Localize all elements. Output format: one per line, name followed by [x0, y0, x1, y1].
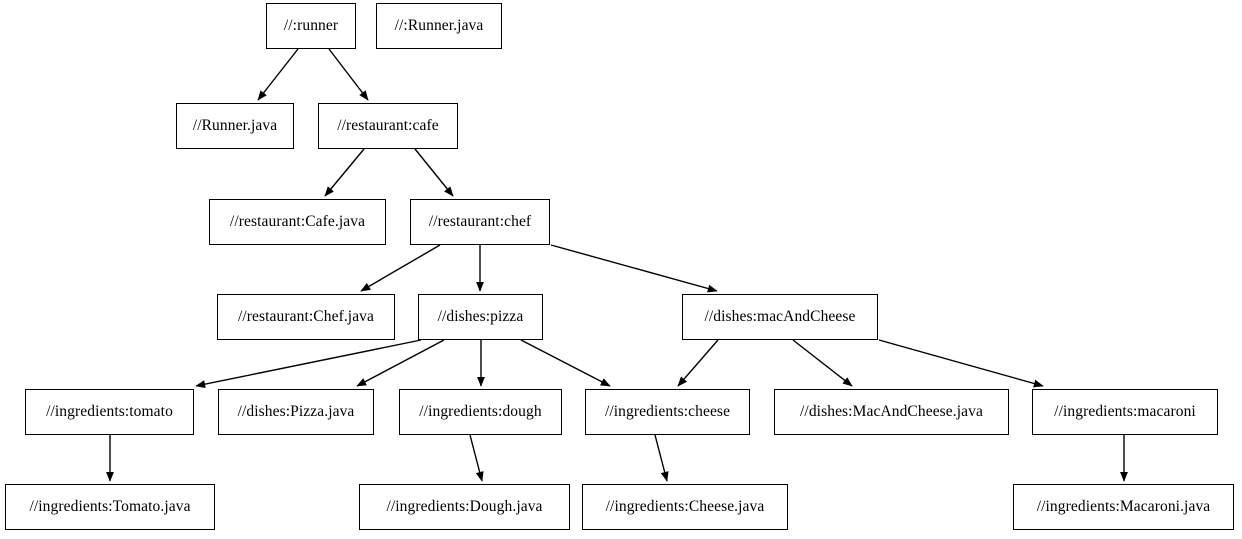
graph-node-label: //dishes:MacAndCheese.java — [800, 403, 983, 421]
graph-node-label: //restaurant:chef — [428, 213, 532, 231]
graph-node-runner_java[interactable]: //Runner.java — [176, 103, 294, 149]
graph-node-tomato_java[interactable]: //ingredients:Tomato.java — [5, 484, 215, 530]
graph-node-label: //ingredients:Cheese.java — [605, 498, 765, 516]
graph-node-pizza_java[interactable]: //dishes:Pizza.java — [218, 389, 374, 435]
graph-node-macandcheese_java[interactable]: //dishes:MacAndCheese.java — [774, 389, 1009, 435]
graph-node-macaroni_java[interactable]: //ingredients:Macaroni.java — [1013, 484, 1234, 530]
graph-node-cafe[interactable]: //restaurant:cafe — [318, 103, 458, 149]
graph-node-dough_java[interactable]: //ingredients:Dough.java — [359, 484, 570, 530]
graph-node-cheese_java[interactable]: //ingredients:Cheese.java — [582, 484, 788, 530]
graph-node-label: //dishes:Pizza.java — [237, 403, 355, 421]
graph-node-tomato[interactable]: //ingredients:tomato — [25, 389, 194, 435]
graph-node-root_runner_java[interactable]: //:Runner.java — [376, 3, 502, 49]
graph-node-label: //ingredients:Tomato.java — [29, 498, 191, 516]
graph-node-label: //ingredients:tomato — [46, 403, 173, 421]
graph-node-label: //restaurant:Chef.java — [237, 308, 375, 326]
graph-node-label: //restaurant:cafe — [337, 117, 439, 135]
graph-node-label: //:runner — [283, 17, 339, 35]
graph-node-label: //ingredients:dough — [419, 403, 542, 421]
graph-node-dough[interactable]: //ingredients:dough — [399, 389, 562, 435]
graph-node-cafe_java[interactable]: //restaurant:Cafe.java — [209, 199, 386, 245]
graph-node-label: //dishes:pizza — [437, 308, 524, 326]
graph-node-macaroni[interactable]: //ingredients:macaroni — [1032, 389, 1218, 435]
graph-node-label: //dishes:macAndCheese — [704, 308, 856, 326]
graph-node-chef_java[interactable]: //restaurant:Chef.java — [217, 294, 395, 340]
graph-node-cheese[interactable]: //ingredients:cheese — [585, 389, 750, 435]
graph-node-label: //ingredients:macaroni — [1054, 403, 1196, 421]
graph-node-label: //:Runner.java — [394, 17, 484, 35]
graph-node-macandcheese[interactable]: //dishes:macAndCheese — [682, 294, 878, 340]
graph-node-label: //restaurant:Cafe.java — [229, 213, 366, 231]
graph-node-pizza[interactable]: //dishes:pizza — [418, 294, 543, 340]
graph-node-label: //ingredients:cheese — [604, 403, 731, 421]
graph-node-runner[interactable]: //:runner — [266, 3, 356, 49]
graph-node-chef[interactable]: //restaurant:chef — [410, 199, 550, 245]
graph-node-label: //Runner.java — [192, 117, 278, 135]
graph-node-label: //ingredients:Macaroni.java — [1036, 498, 1211, 516]
graph-node-label: //ingredients:Dough.java — [386, 498, 543, 516]
